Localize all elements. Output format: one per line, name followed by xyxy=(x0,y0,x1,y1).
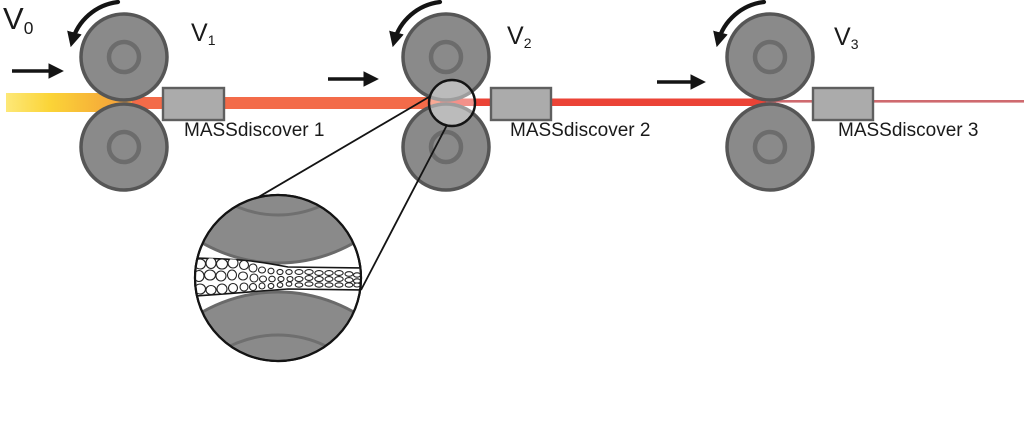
roll-rotation-arrow xyxy=(713,0,767,48)
roll-axle-ring xyxy=(428,129,464,165)
bottom-roll xyxy=(725,102,815,192)
sensor-box-3 xyxy=(811,86,875,122)
strip-after-stand1 xyxy=(110,97,452,109)
inset-top-roll-inner-arc xyxy=(196,196,360,217)
roll-stand-1 xyxy=(12,0,169,192)
roll-axle-ring xyxy=(106,39,142,75)
roll-axle-ring xyxy=(752,39,788,75)
strip-after-stand3 xyxy=(766,100,1024,103)
bottom-roll xyxy=(79,102,169,192)
strip-entry-segment xyxy=(6,93,132,112)
roll-axle-ring xyxy=(752,129,788,165)
nip-zoom-circle xyxy=(427,78,477,128)
top-roll xyxy=(725,12,815,102)
microstructure-inset xyxy=(193,193,363,363)
roll-axle-ring xyxy=(428,39,464,75)
inset-circle-outline xyxy=(193,193,363,363)
grain-texture xyxy=(196,258,360,296)
sensor-boxes xyxy=(161,86,875,122)
inset-bottom-roll-inner-arc xyxy=(196,333,360,360)
magnifier-line-lower xyxy=(360,124,448,291)
top-roll xyxy=(79,12,169,102)
sensor-box-1 xyxy=(161,86,226,122)
roll-stand-3 xyxy=(657,0,815,192)
strip-after-stand2 xyxy=(440,98,776,106)
roll-rotation-arrow xyxy=(389,0,443,48)
roll-rotation-arrow xyxy=(67,0,121,48)
sensor-box-2 xyxy=(489,86,553,122)
top-roll xyxy=(401,12,491,102)
inset-bottom-roll-surface xyxy=(196,290,360,360)
roll-axle-ring xyxy=(106,129,142,165)
roll-stand-2 xyxy=(328,0,491,192)
inset-top-roll-surface xyxy=(196,196,360,265)
